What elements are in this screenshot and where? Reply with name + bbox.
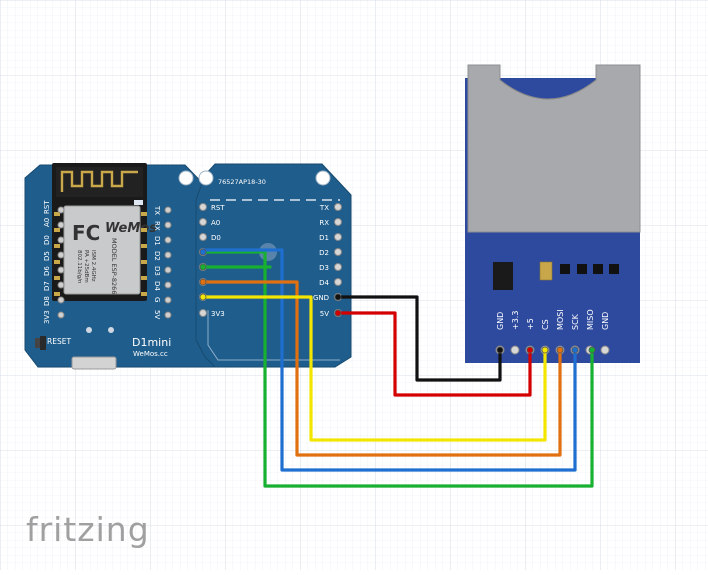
esp-antenna-trace — [60, 170, 138, 192]
sd-capacitor — [539, 261, 553, 281]
sd-pin-label: CS — [541, 319, 550, 330]
pin-label: 3V3 — [43, 310, 51, 324]
d1mini-led — [134, 200, 143, 205]
d1mini-left-pin-labels: RST A0 D0 D5 D6 D7 D8 3V3 — [43, 200, 51, 324]
d1mini-left-pins[interactable] — [57, 206, 65, 319]
reset-button[interactable] — [40, 336, 46, 350]
pin-label: D3 — [319, 264, 329, 272]
wire-d6-blue[interactable] — [201, 248, 577, 472]
wire-5v-red[interactable] — [336, 311, 532, 397]
mount-hole — [178, 170, 194, 186]
esp-fcc-logo: FC — [72, 221, 100, 245]
mount-hole — [108, 327, 114, 333]
sd-card-module[interactable]: GND +3.3 +5 CS MOSI SCK MISO GND — [465, 64, 641, 363]
pin-label: D4 — [153, 281, 161, 291]
sd-resistor-3 — [593, 264, 603, 274]
sd-pin-label: SCK — [571, 313, 580, 330]
shield-right-pin-labels: TX RX D1 D2 D3 D4 GND 5V — [313, 204, 330, 318]
pin-label: D3 — [153, 266, 161, 276]
d1mini-right-pin-labels: TX RX D1 D2 D3 D4 G 5V — [153, 205, 161, 319]
board-site: WeMos.cc — [133, 350, 168, 358]
sd-resistor-1 — [560, 264, 570, 274]
pin-label: D0 — [43, 235, 51, 245]
esp-chip-text: ISM 2.4GHz — [90, 250, 96, 282]
pin-label: GND — [313, 294, 329, 302]
fritzing-watermark: fritzing — [26, 510, 150, 549]
sd-pin-label: +5 — [526, 318, 535, 330]
pin-label: 3V3 — [211, 310, 225, 318]
pin-label: RX — [319, 219, 329, 227]
sd-regulator — [493, 262, 513, 290]
sd-pin-label: MOSI — [556, 309, 565, 330]
esp-chip-text: PA +25dBm — [83, 250, 89, 283]
wire-d7-orange[interactable] — [201, 280, 562, 457]
pin-label: RST — [43, 200, 51, 214]
pin-label: 5V — [153, 310, 161, 319]
wires[interactable] — [201, 248, 594, 488]
pin-label: D2 — [153, 251, 161, 261]
usb-connector[interactable] — [71, 356, 117, 370]
pin-label: D1 — [153, 236, 161, 246]
esp-pads — [54, 212, 147, 296]
esp-shield-can — [63, 205, 141, 295]
reset-label: RESET — [47, 337, 71, 346]
pin-label: 5V — [320, 310, 329, 318]
reset-button-cap[interactable] — [35, 338, 40, 348]
pin-label: TX — [153, 205, 161, 215]
pin-label: TX — [319, 204, 329, 212]
pin-label: D2 — [319, 249, 329, 257]
pin-label: D1 — [319, 234, 329, 242]
sd-resistor-4 — [609, 264, 619, 274]
shield-mount-hole — [315, 170, 331, 186]
d1mini-right-pins[interactable] — [164, 206, 172, 319]
pin-label: RX — [153, 221, 161, 231]
sd-resistor-2 — [577, 264, 587, 274]
wire-endpoints — [199, 248, 596, 354]
pin-label: A0 — [43, 218, 51, 227]
wire-gnd-black[interactable] — [336, 295, 502, 382]
sd-pin-label: MISO — [586, 309, 595, 330]
pin-label: D6 — [43, 266, 51, 276]
sd-pin[interactable] — [510, 345, 520, 355]
sd-pin-label: GND — [601, 312, 610, 330]
pin-label: D5 — [43, 251, 51, 261]
wire-d8-yellow[interactable] — [201, 295, 547, 442]
board-name: D1mini — [132, 336, 171, 349]
shield-silkscreen-outline — [207, 310, 340, 361]
pin-label: A0 — [211, 219, 220, 227]
wire-d5-green[interactable] — [201, 250, 594, 488]
pin-label: D0 — [211, 234, 221, 242]
pin-label: RST — [211, 204, 225, 212]
pin-label: D7 — [43, 281, 51, 291]
pin-label: D4 — [319, 279, 329, 287]
pin-label: D8 — [43, 296, 51, 306]
sd-pin-labels: GND +3.3 +5 CS MOSI SCK MISO GND — [496, 309, 610, 330]
sd-pin[interactable] — [600, 345, 610, 355]
shield-mount-hole — [198, 170, 214, 186]
pin-label: G — [153, 297, 161, 302]
esp-chip-text: 802.11b/g/n — [76, 250, 82, 284]
mount-hole — [86, 327, 92, 333]
wemos-d1-mini[interactable]: FC WeMos MODEL ESP-8266 ISM 2.4GHz PA +2… — [24, 163, 216, 370]
shield-left-pin-labels: RST A0 D0 3V3 — [211, 204, 225, 318]
sd-pin-label: GND — [496, 312, 505, 330]
esp-model-text: MODEL ESP-8266 — [110, 238, 118, 294]
shield-code: 76527AP18-30 — [218, 178, 266, 186]
esp-brand: WeMos — [105, 221, 157, 236]
sd-pin-label: +3.3 — [511, 311, 520, 330]
